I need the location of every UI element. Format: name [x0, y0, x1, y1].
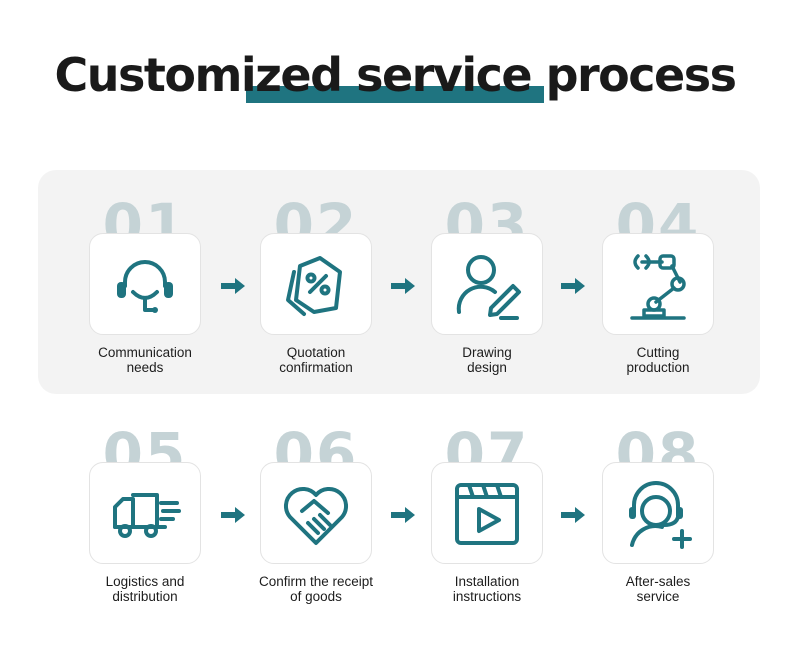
arrow-right-icon [219, 276, 247, 296]
step-card [89, 462, 201, 564]
video-play-icon [455, 483, 519, 545]
page-title: Customized service process [54, 48, 737, 102]
step-card [602, 462, 714, 564]
arrow-right-icon [389, 276, 417, 296]
step-card [602, 233, 714, 335]
step-card [260, 462, 372, 564]
step-card [431, 462, 543, 564]
delivery-truck-icon [113, 493, 181, 538]
step-card [431, 233, 543, 335]
arrow-right-icon [559, 276, 587, 296]
support-agent-plus-icon [629, 481, 692, 549]
title-underline-bar [246, 86, 544, 103]
user-pen-icon [456, 255, 521, 320]
arrow-right-icon [559, 505, 587, 525]
step-card [260, 233, 372, 335]
handshake-heart-icon [284, 487, 348, 545]
arrow-right-icon [219, 505, 247, 525]
robot-arm-icon [630, 254, 686, 320]
step-card [89, 233, 201, 335]
headset-icon [117, 260, 173, 313]
arrow-right-icon [389, 505, 417, 525]
price-tag-percent-icon [286, 256, 342, 316]
title-block: Customized service process [0, 44, 790, 114]
